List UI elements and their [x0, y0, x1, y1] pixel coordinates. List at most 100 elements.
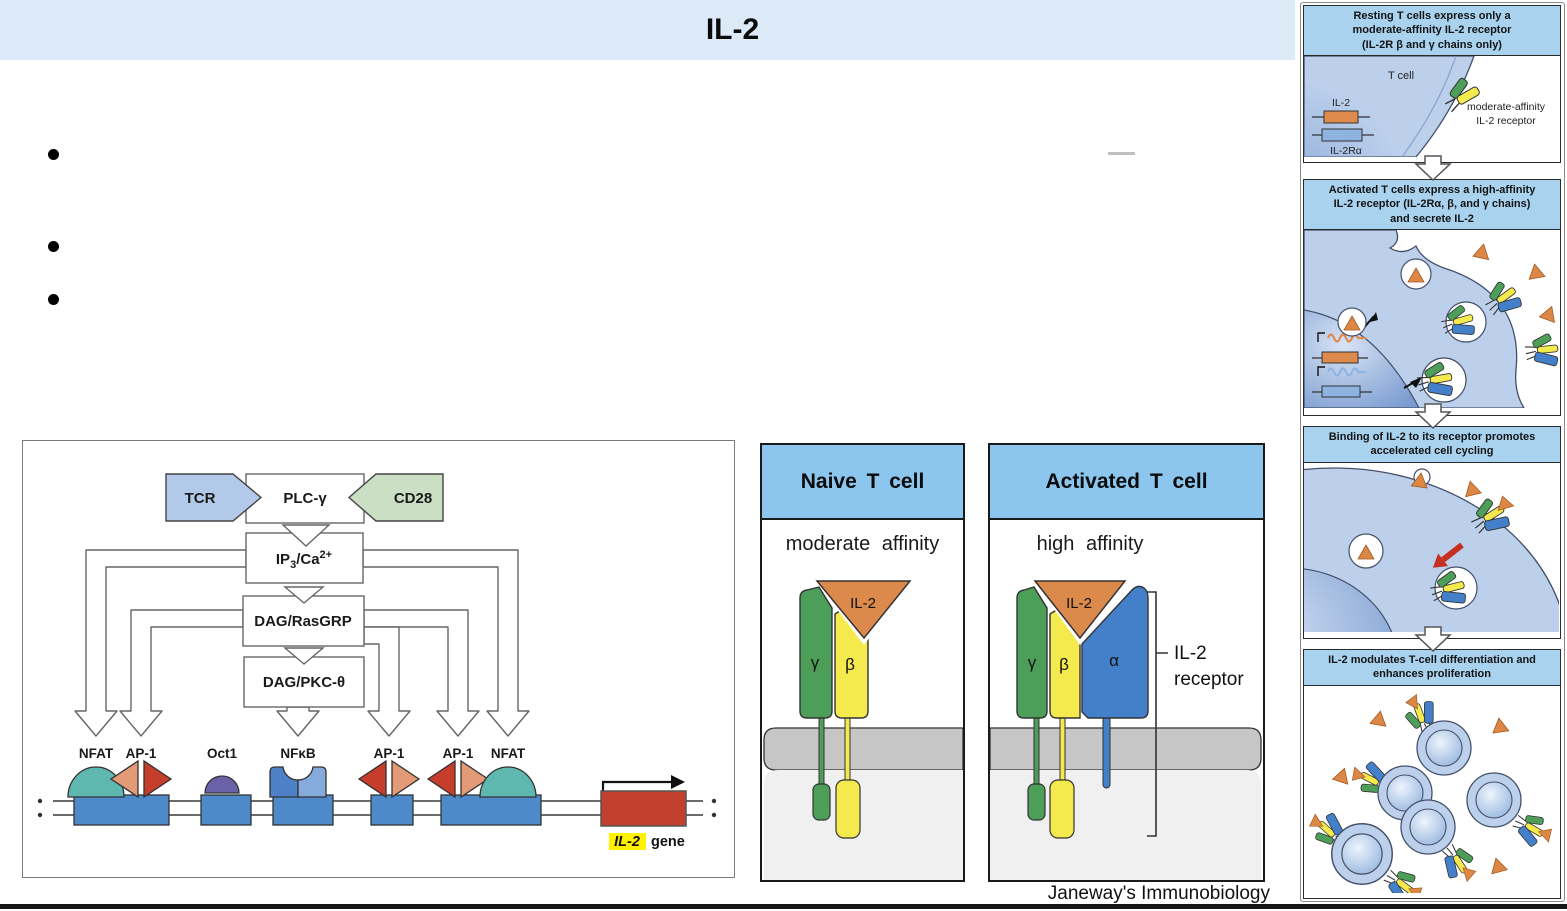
naive-affinity-label: moderate affinity	[785, 533, 940, 555]
tcell-body	[1304, 467, 1560, 632]
cytoplasm	[764, 770, 963, 880]
gamma-chain	[1016, 586, 1048, 719]
gamma-label: γ	[1028, 653, 1037, 672]
panel3-figure	[1304, 462, 1560, 632]
tf-shapes	[67, 759, 537, 799]
naive-panel-header: Naive T cell	[762, 445, 963, 520]
cd28-arrow	[347, 473, 444, 522]
promoter-sites	[73, 794, 542, 826]
gamma-tail	[812, 783, 831, 821]
beta-label: β	[1059, 655, 1069, 674]
ip3-label: IP3/Ca2+	[276, 549, 332, 571]
il2-sequence-sidebar: Resting T cells express only a moderate-…	[1300, 2, 1565, 902]
nfat-label: NFAT	[491, 746, 526, 761]
nfkb-shape	[269, 766, 299, 798]
bottom-rule	[0, 904, 1567, 909]
dna-end-dots	[37, 798, 717, 818]
activated-receptor-figure: IL-2 γ β α IL-2 receptor	[990, 576, 1262, 880]
nfat-shape	[479, 766, 537, 798]
highlight	[609, 833, 646, 850]
cascade-labels: TCR PLC-γ CD28 IP3/Ca2+ DAG/RasGRP DAG/P…	[185, 490, 433, 691]
nfkb-label: NFκB	[280, 746, 316, 761]
bullet-icon	[48, 241, 59, 253]
receptor-label-2: receptor	[1174, 669, 1244, 690]
proliferating-cells	[1304, 686, 1559, 892]
il2-molecule	[1539, 303, 1560, 323]
gene-label-hl: IL-2	[614, 834, 640, 850]
oct1-label: Oct1	[207, 746, 238, 761]
il2-signaling-diagram: TCR PLC-γ CD28 IP3/Ca2+ DAG/RasGRP DAG/P…	[22, 440, 735, 878]
sidebar-panel-resting: Resting T cells express only a moderate-…	[1303, 5, 1561, 163]
il2-gene-box	[1323, 110, 1359, 124]
il2-triangle	[1033, 580, 1127, 640]
receptor-label-1: IL-2	[1174, 643, 1207, 664]
bullet-item	[48, 238, 77, 258]
il2-molecule	[1490, 716, 1510, 734]
activated-panel-header: Activated T cell	[990, 445, 1263, 520]
down-arrow-icon	[1414, 403, 1452, 429]
alpha-stem	[1102, 715, 1111, 789]
alpha-chain	[1081, 585, 1149, 719]
down-arrow-icon	[1414, 626, 1452, 652]
flow-arrows	[74, 549, 530, 737]
ap1-label: AP-1	[126, 746, 157, 761]
beta-tail	[835, 779, 861, 839]
il2ra-gene-label: IL-2Rα	[1330, 145, 1362, 157]
pkc-label: DAG/PKC-θ	[263, 674, 345, 691]
il2-triangle	[815, 580, 912, 640]
sidebar-panel-activated: Activated T cells express a high-affinit…	[1303, 179, 1561, 416]
il2-molecule	[1332, 765, 1353, 785]
ap1-label: AP-1	[374, 746, 405, 761]
il2-gene: IL-2 gene	[600, 775, 687, 850]
membrane	[990, 727, 1262, 771]
il2-molecule	[1461, 478, 1482, 497]
panel1-figure: T cell IL-2 IL-2Rα moderate-affinity IL-…	[1304, 55, 1560, 157]
nfat-shape	[67, 766, 125, 798]
tcr-arrow	[165, 473, 263, 522]
gamma-stem	[1033, 715, 1040, 787]
activated-tcell-panel: Activated T cell high affinity IL-2 γ β …	[988, 443, 1265, 882]
page-title: IL-2	[705, 13, 760, 46]
chevron-down-icon	[283, 586, 325, 604]
tcr-label: TCR	[185, 490, 216, 507]
panel1-header: Resting T cells express only a moderate-…	[1304, 6, 1560, 56]
panel3-header: Binding of IL-2 to its receptor promotes…	[1304, 427, 1560, 463]
transcription-arrow-icon	[671, 775, 685, 789]
ap1-shape	[357, 759, 387, 799]
beta-tail	[1049, 779, 1075, 839]
il2-label: IL-2	[1066, 595, 1092, 612]
il2-molecule	[1369, 708, 1389, 727]
beta-stem	[1059, 715, 1066, 783]
beta-stem	[844, 715, 851, 783]
cascade-boxes	[165, 473, 444, 708]
gene-label: gene	[651, 834, 685, 850]
oct1-shape	[204, 775, 240, 794]
signal-arrow	[1432, 542, 1464, 568]
chevron-down-icon	[283, 647, 325, 665]
beta-label: β	[845, 655, 855, 674]
il2-label: IL-2	[850, 595, 876, 612]
signaling-svg: TCR PLC-γ CD28 IP3/Ca2+ DAG/RasGRP DAG/P…	[37, 473, 717, 850]
receptor-caption-1: moderate-affinity	[1467, 101, 1546, 113]
dash-mark	[1108, 152, 1135, 155]
activated-affinity-label: high affinity	[1036, 533, 1144, 555]
surface-receptor	[1522, 331, 1560, 371]
il2-molecule	[1487, 855, 1508, 874]
il2-gene-label: IL-2	[1332, 97, 1350, 109]
panel2-figure	[1304, 229, 1560, 408]
plc-label: PLC-γ	[283, 490, 327, 507]
gamma-label: γ	[811, 653, 820, 672]
gamma-stem	[818, 715, 825, 787]
ap1-shape	[426, 759, 456, 799]
gamma-chain	[799, 586, 833, 719]
source-caption: Janeway's Immunobiology	[1047, 883, 1270, 904]
il2-molecule	[1526, 262, 1546, 280]
gamma-tail	[1027, 783, 1046, 821]
nfat-label: NFAT	[79, 746, 114, 761]
bullet-item	[48, 291, 77, 311]
ap1-label: AP-1	[443, 746, 474, 761]
sidebar-panel-binding: Binding of IL-2 to its receptor promotes…	[1303, 426, 1561, 639]
il2ra-gene-box	[1321, 128, 1363, 142]
tf-labels: NFAT AP-1 Oct1 NFκB AP-1 AP-1 NFAT	[79, 746, 526, 761]
